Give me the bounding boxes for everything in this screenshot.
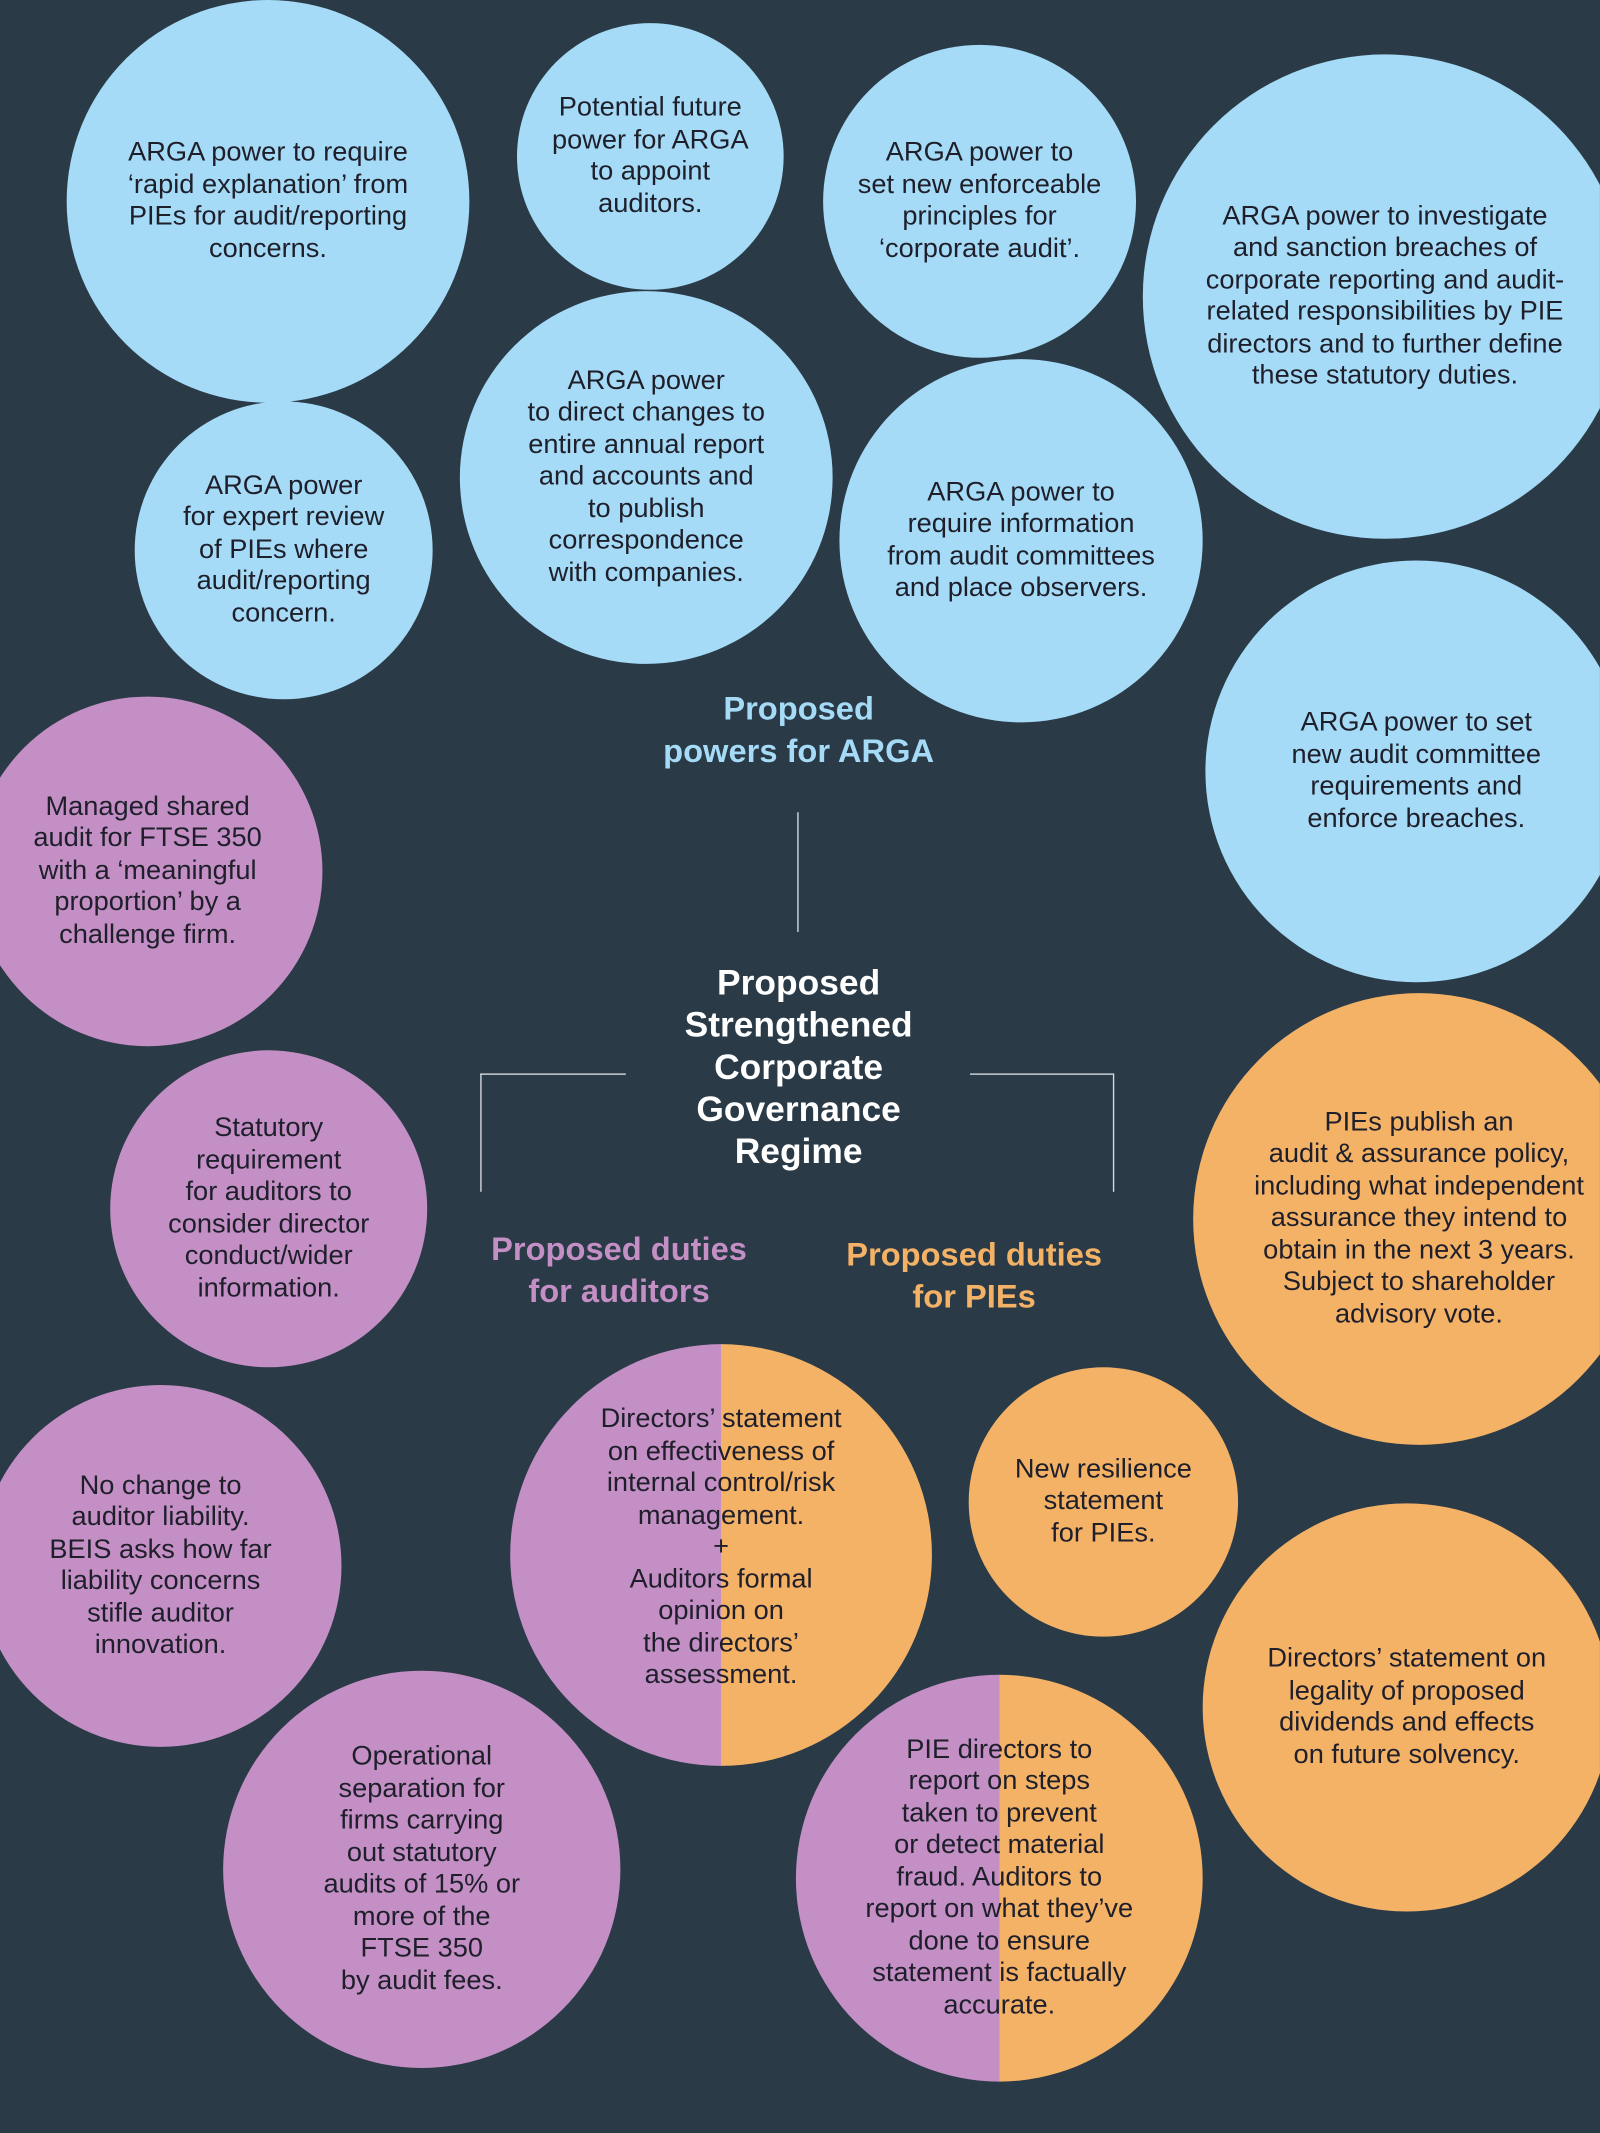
bubble-text: PIEs publish an audit & assurance policy…: [1254, 1107, 1584, 1329]
bubble-text: New resilience statement for PIEs.: [1014, 1454, 1192, 1548]
bubble-text: Potential future power for ARGA to appoi…: [552, 92, 749, 219]
bubble-text: ARGA power for expert review of PIEs whe…: [183, 470, 385, 629]
bubble-text: ARGA power to set new audit committee re…: [1291, 707, 1542, 834]
arga-power-require-information: ARGA power to require information from a…: [839, 359, 1203, 723]
bubble-text: Directors’ statement on legality of prop…: [1267, 1643, 1547, 1770]
label-arga-powers: Proposed powers for ARGA: [663, 691, 935, 771]
bubble-text: Directors’ statement on effectiveness of…: [600, 1404, 842, 1691]
pie-duty-dividends-statement: Directors’ statement on legality of prop…: [1202, 1503, 1600, 1912]
center-title: Proposed Strengthened Corporate Governan…: [684, 961, 913, 1172]
label-auditor-duties: Proposed duties for auditors: [491, 1231, 747, 1311]
bubble-text: PIE directors to report on steps taken t…: [865, 1734, 1134, 2021]
arga-power-appoint-auditors: Potential future power for ARGA to appoi…: [516, 23, 784, 290]
pie-duty-audit-assurance-policy: PIEs publish an audit & assurance policy…: [1193, 993, 1600, 1445]
bubble-text: ARGA power to require ‘rapid explanation…: [127, 137, 409, 264]
bubble-text: No change to auditor liability. BEIS ask…: [49, 1470, 272, 1660]
auditor-duty-consider-director-conduct: Statutory requirement for auditors to co…: [110, 1050, 428, 1368]
bubble-text: ARGA power to require information from a…: [887, 476, 1155, 603]
connector-line: [1112, 1073, 1115, 1192]
connector-line: [970, 1073, 1113, 1075]
connector-line: [480, 1073, 482, 1192]
bubble-text: ARGA power to investigate and sanction b…: [1205, 200, 1565, 391]
auditor-duty-liability: No change to auditor liability. BEIS ask…: [0, 1384, 342, 1747]
bubble-text: Operational separation for firms carryin…: [323, 1741, 521, 1996]
shared-duty-fraud-reporting: PIE directors to report on steps taken t…: [795, 1674, 1203, 2082]
bubble-text: Statutory requirement for auditors to co…: [168, 1112, 370, 1303]
arga-power-direct-changes: ARGA power to direct changes to entire a…: [459, 291, 833, 664]
arga-power-investigate-sanction: ARGA power to investigate and sanction b…: [1142, 54, 1600, 539]
auditor-duty-operational-separation: Operational separation for firms carryin…: [223, 1670, 621, 2068]
bubble-text: ARGA power to direct changes to entire a…: [527, 365, 765, 588]
auditor-duty-managed-shared-audit: Managed shared audit for FTSE 350 with a…: [0, 696, 323, 1047]
connector-line: [480, 1073, 626, 1075]
bubble-text: ARGA power to set new enforceable princi…: [857, 137, 1102, 264]
label-pie-duties: Proposed duties for PIEs: [846, 1236, 1103, 1316]
arga-power-expert-review: ARGA power for expert review of PIEs whe…: [134, 401, 433, 700]
arga-power-corporate-audit-principles: ARGA power to set new enforceable princi…: [823, 44, 1137, 358]
bubble-text: Managed shared audit for FTSE 350 with a…: [33, 791, 262, 950]
connector-line: [797, 812, 799, 932]
pie-duty-resilience-statement: New resilience statement for PIEs.: [968, 1367, 1239, 1637]
arga-power-audit-committee: ARGA power to set new audit committee re…: [1205, 560, 1600, 983]
shared-duty-internal-control: Directors’ statement on effectiveness of…: [510, 1344, 932, 1766]
arga-power-rapid-explanation: ARGA power to require ‘rapid explanation…: [66, 0, 470, 403]
